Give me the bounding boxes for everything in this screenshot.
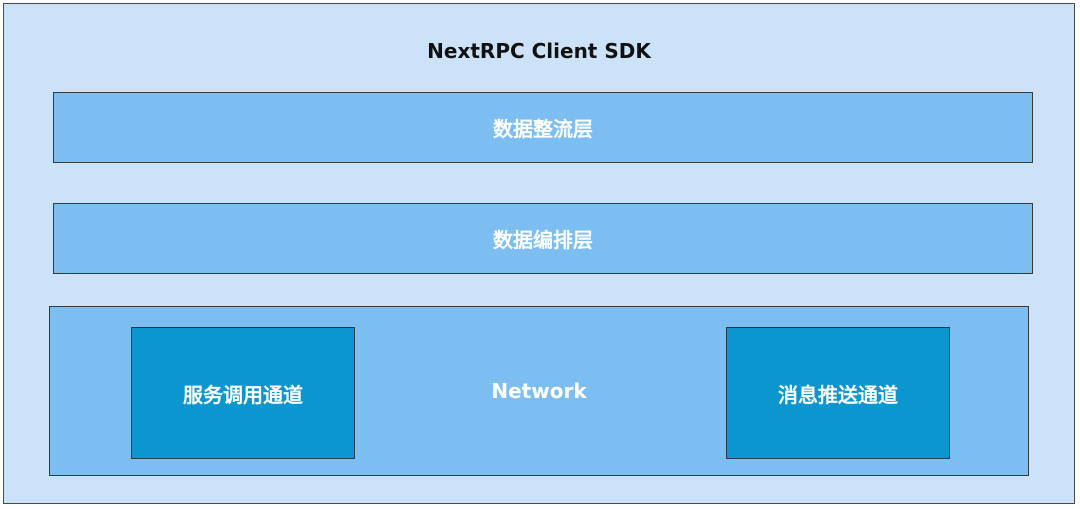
layer-label: 数据整流层 [493,117,593,141]
layer-label: 数据编排层 [493,228,593,252]
message-push-channel: 消息推送通道 [726,327,950,459]
network-label: Network [491,379,587,403]
sdk-title: NextRPC Client SDK [427,39,651,63]
service-call-channel: 服务调用通道 [131,327,355,459]
sdk-container: NextRPC Client SDK 数据整流层 数据编排层 Network 服… [3,3,1075,504]
data-rectification-layer: 数据整流层 [53,92,1033,163]
network-layer: Network 服务调用通道 消息推送通道 [49,306,1029,476]
data-orchestration-layer: 数据编排层 [53,203,1033,274]
